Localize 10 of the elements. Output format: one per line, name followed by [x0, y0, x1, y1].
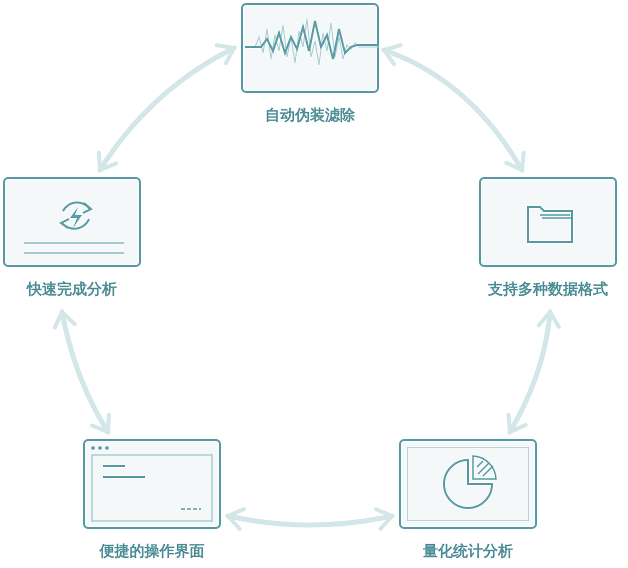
feature-label: 自动伪装滤除: [265, 105, 355, 125]
double-arrow: [506, 310, 560, 434]
feature-label: 支持多种数据格式: [488, 279, 608, 299]
double-arrow: [97, 44, 236, 172]
feature-label: 快速完成分析: [27, 279, 117, 299]
double-arrow: [53, 310, 112, 434]
double-arrow: [226, 506, 394, 531]
feature-label: 量化统计分析: [423, 541, 513, 561]
double-arrow: [382, 44, 526, 172]
feature-label: 便捷的操作界面: [100, 541, 204, 561]
